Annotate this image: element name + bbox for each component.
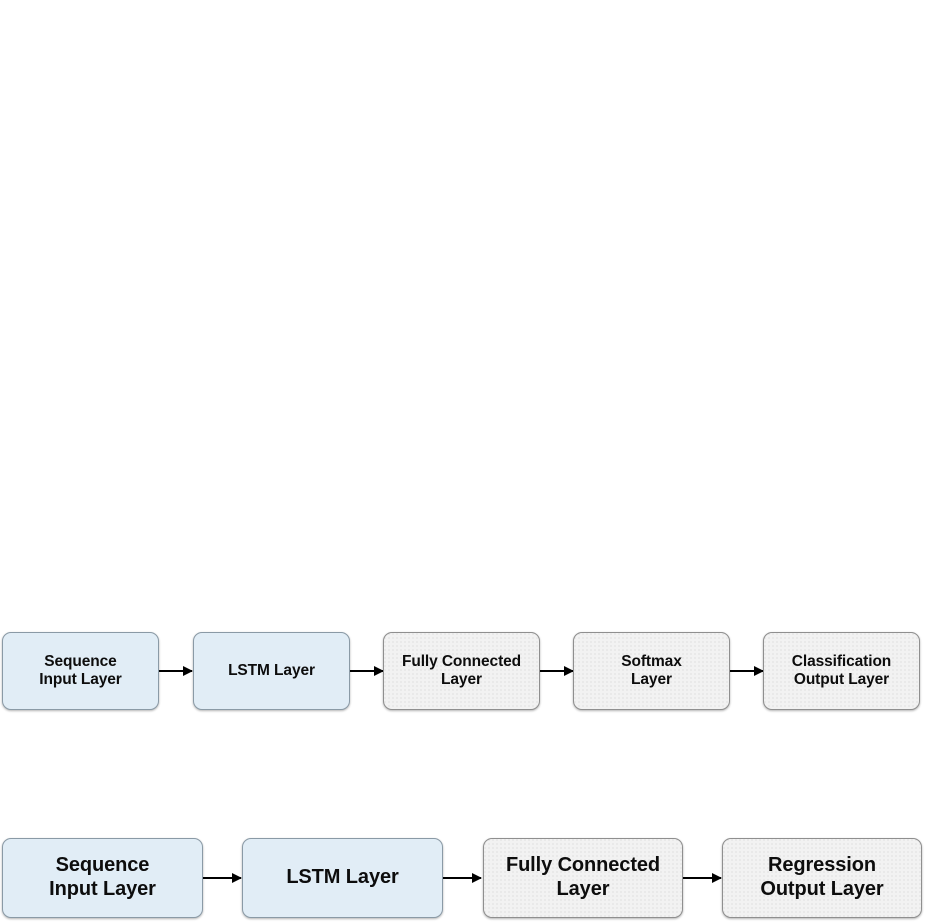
node-lstm-layer-classification[interactable]: LSTM Layer [193,632,350,710]
node-regression-output-layer[interactable]: Regression Output Layer [722,838,922,918]
node-fully-connected-layer-classification[interactable]: Fully Connected Layer [383,632,540,710]
node-sequence-input-layer-classification[interactable]: Sequence Input Layer [2,632,159,710]
arrow-icon-lstm-to-fully-connected-classification [350,670,383,672]
arrow-icon-input-to-lstm-regression [203,877,241,879]
arrow-icon-fully-connected-to-regression-output [683,877,721,879]
arrow-icon-softmax-to-classification-output [730,670,763,672]
node-classification-output-layer[interactable]: Classification Output Layer [763,632,920,710]
arrow-icon-fully-connected-to-softmax [540,670,573,672]
arrow-icon-input-to-lstm-classification [159,670,192,672]
node-fully-connected-layer-regression[interactable]: Fully Connected Layer [483,838,683,918]
node-softmax-layer[interactable]: Softmax Layer [573,632,730,710]
arrow-icon-lstm-to-fully-connected-regression [443,877,481,879]
node-sequence-input-layer-regression[interactable]: Sequence Input Layer [2,838,203,918]
node-lstm-layer-regression[interactable]: LSTM Layer [242,838,443,918]
